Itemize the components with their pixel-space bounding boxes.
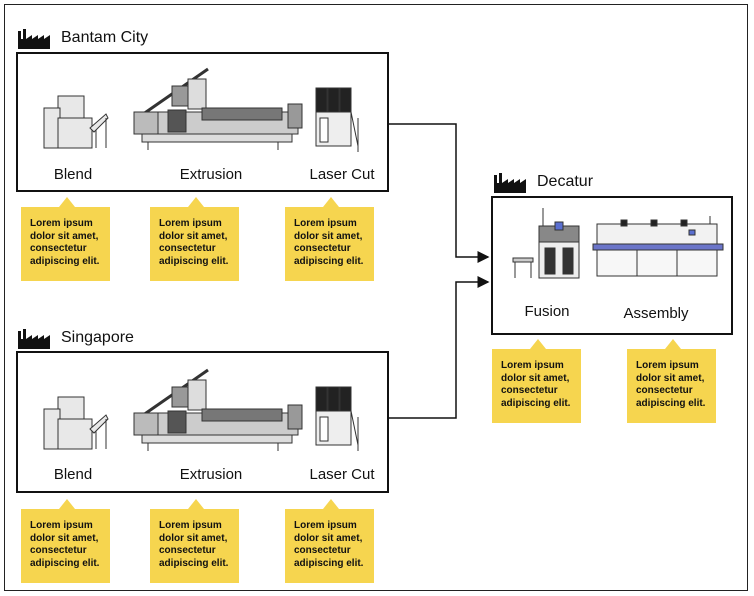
step-label-laser-cut: Laser Cut — [309, 466, 375, 483]
factory-icon — [494, 173, 526, 193]
blender-machine — [43, 396, 109, 450]
extruder-machine — [133, 368, 303, 451]
site-name: Bantam City — [61, 29, 149, 46]
site-title-decatur: Decatur — [492, 171, 593, 193]
laser-cutter-machine — [315, 386, 359, 451]
step-label-laser-cut: Laser Cut — [309, 166, 375, 183]
factory-icon — [18, 29, 50, 49]
note-singapore-laser-cut: Lorem ipsum dolor sit amet, consectetur … — [285, 499, 374, 583]
site-name: Singapore — [61, 329, 134, 346]
site-title-bantam-city: Bantam City — [16, 27, 148, 49]
laser-cutter-machine — [315, 87, 359, 152]
site-name: Decatur — [537, 173, 594, 190]
fusion-machine — [512, 208, 580, 279]
diagram-frame — [4, 4, 748, 591]
step-label-blend: Blend — [53, 466, 93, 483]
blender-machine — [43, 95, 109, 149]
factory-icon — [18, 329, 50, 349]
step-label-fusion: Fusion — [524, 303, 570, 320]
step-label-extrusion: Extrusion — [179, 466, 243, 483]
site-panel-singapore: Blend Extrusion Laser Cut — [16, 351, 389, 493]
note-bantam-laser-cut: Lorem ipsum dolor sit amet, consectetur … — [285, 197, 374, 281]
note-singapore-extrusion: Lorem ipsum dolor sit amet, consectetur … — [150, 499, 239, 583]
extruder-machine — [133, 67, 303, 150]
assembly-line-machine — [592, 216, 724, 277]
step-label-blend: Blend — [53, 166, 93, 183]
note-decatur-fusion: Lorem ipsum dolor sit amet, consectetur … — [492, 339, 581, 423]
site-title-singapore: Singapore — [16, 327, 134, 349]
note-singapore-blend: Lorem ipsum dolor sit amet, consectetur … — [21, 499, 110, 583]
step-label-assembly: Assembly — [623, 305, 689, 322]
note-decatur-assembly: Lorem ipsum dolor sit amet, consectetur … — [627, 339, 716, 423]
note-bantam-blend: Lorem ipsum dolor sit amet, consectetur … — [21, 197, 110, 281]
site-panel-bantam-city: Blend Extrusion Laser Cut — [16, 52, 389, 192]
step-label-extrusion: Extrusion — [179, 166, 243, 183]
site-panel-decatur: Fusion Assembly — [491, 196, 733, 335]
note-bantam-extrusion: Lorem ipsum dolor sit amet, consectetur … — [150, 197, 239, 281]
